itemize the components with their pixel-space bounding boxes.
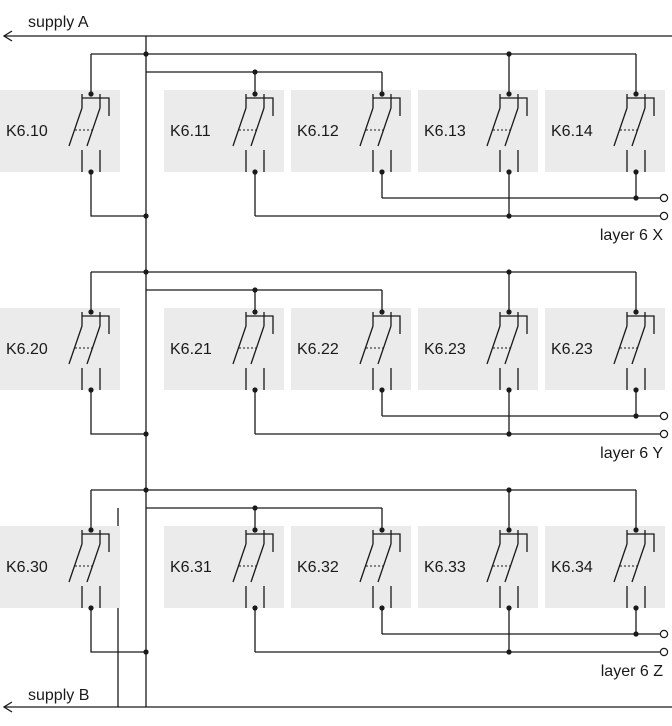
relay-row: K6.20 K6.21 K6.22 K6.23 K6.23 layer 6 Y <box>0 269 669 462</box>
supply-a-label: supply A <box>28 14 89 31</box>
relay-label: K6.11 <box>170 123 211 140</box>
relay-label: K6.14 <box>551 123 593 140</box>
relay: K6.23 <box>418 272 538 434</box>
layer-label: layer 6 Z <box>601 663 663 680</box>
supply-a-line <box>2 30 672 42</box>
relay-label: K6.22 <box>297 341 339 358</box>
supply-b-label: supply B <box>28 687 89 704</box>
layer-label: layer 6 Y <box>600 445 663 462</box>
relay: K6.13 <box>418 54 538 216</box>
relay: K6.10 <box>0 54 120 175</box>
relay-label: K6.32 <box>297 559 339 576</box>
output-terminal <box>659 629 669 639</box>
output-terminal <box>659 647 669 657</box>
supply-b-line <box>2 701 672 713</box>
relay-label: K6.31 <box>170 559 212 576</box>
relay: K6.12 <box>291 72 411 198</box>
relay-label: K6.30 <box>6 559 48 576</box>
relay: K6.21 <box>164 290 284 434</box>
relay: K6.22 <box>291 290 411 416</box>
relay: K6.20 <box>0 272 120 393</box>
relay-label: K6.33 <box>424 559 466 576</box>
relay-label: K6.34 <box>551 559 593 576</box>
relay-label: K6.23 <box>551 341 593 358</box>
output-terminal <box>659 429 669 439</box>
relay-row: K6.10 K6.11 K6.12 K6.13 K6.14 layer 6 X <box>0 51 669 244</box>
output-terminal <box>659 411 669 421</box>
relay-row: K6.30 K6.31 K6.32 K6.33 K6.34 layer 6 Z <box>0 487 669 680</box>
relay: K6.32 <box>291 508 411 634</box>
layer-label: layer 6 X <box>600 227 663 244</box>
relay: K6.33 <box>418 490 538 652</box>
relay: K6.34 <box>545 490 665 634</box>
relay-label: K6.21 <box>170 341 212 358</box>
relay-label: K6.13 <box>424 123 466 140</box>
relay: K6.31 <box>164 508 284 652</box>
relay: K6.30 <box>0 490 120 611</box>
output-terminal <box>659 211 669 221</box>
relay-label: K6.12 <box>297 123 339 140</box>
relay: K6.23 <box>545 272 665 416</box>
relay: K6.11 <box>164 72 284 216</box>
relay-label: K6.10 <box>6 123 48 140</box>
output-terminal <box>659 193 669 203</box>
relay-label: K6.20 <box>6 341 48 358</box>
relay-label: K6.23 <box>424 341 466 358</box>
relay: K6.14 <box>545 54 665 198</box>
